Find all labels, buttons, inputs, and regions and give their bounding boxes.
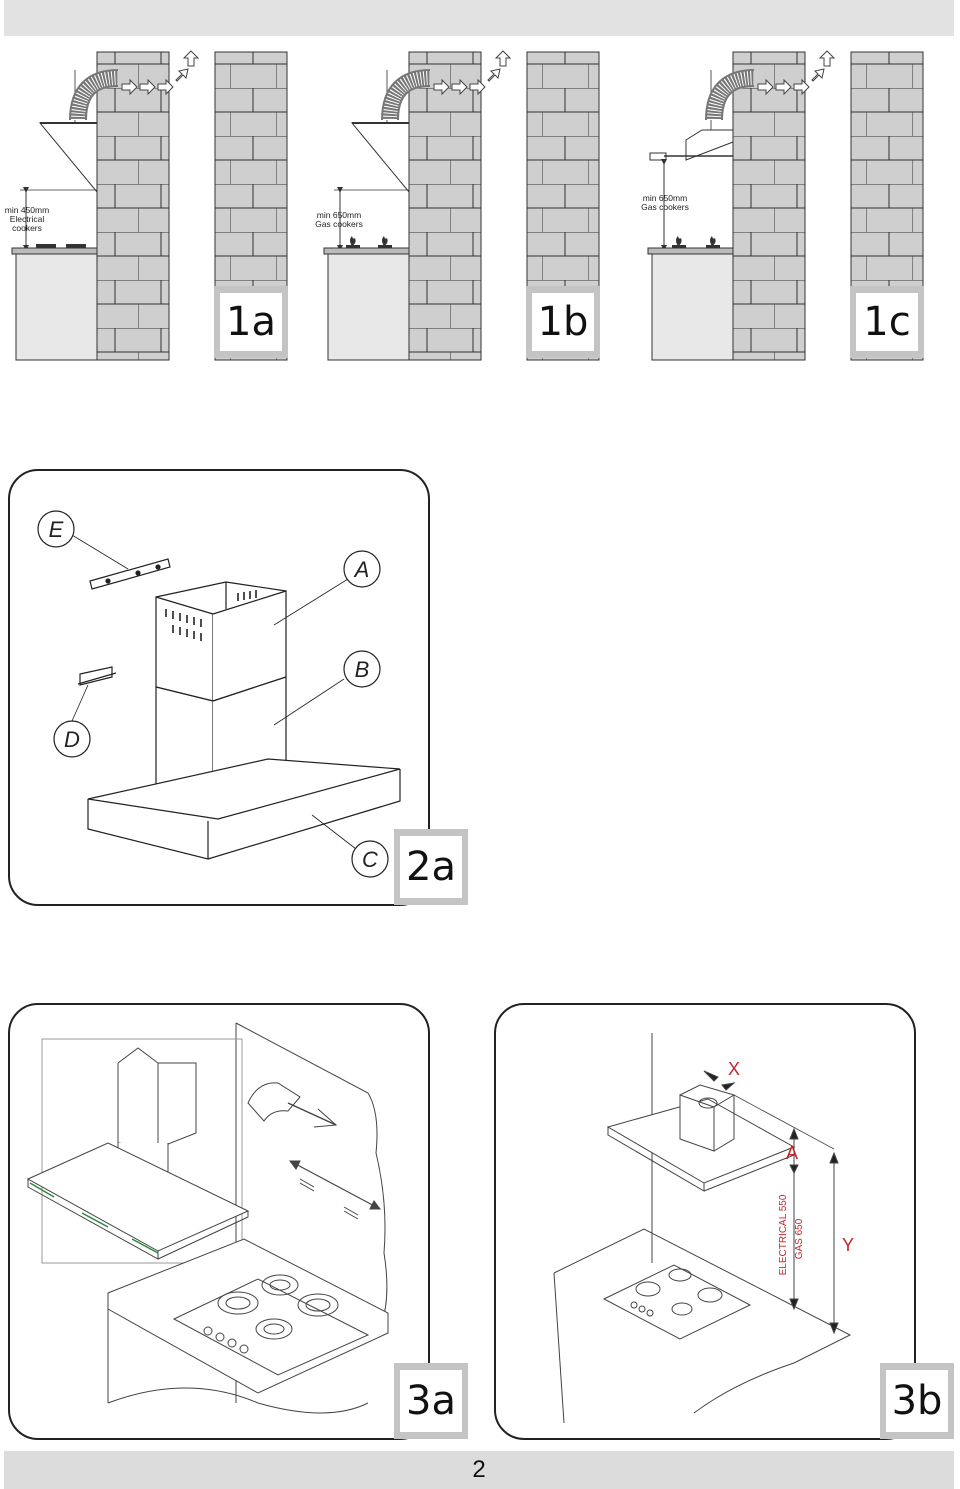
header-bar: [4, 0, 954, 36]
figure-1a-clearance-note: min 450mm Electrical cookers: [4, 205, 50, 233]
page-number: 2: [472, 1456, 486, 1483]
callout-a: A: [786, 1143, 798, 1163]
callout-y: Y: [842, 1235, 854, 1255]
callout-x: X: [728, 1059, 740, 1079]
figure-1a-label: 1a: [214, 286, 288, 358]
figure-1b-clearance-note: min 650mm Gas cookers: [315, 210, 363, 229]
figure-1c-label: 1c: [850, 286, 924, 358]
part-label-e: E: [49, 517, 64, 542]
figure-1c-clearance-note: min 650mm Gas cookers: [641, 193, 689, 212]
figure-3b-label: 3b: [880, 1363, 954, 1439]
figure-3b-height-drawing: X A Y ELECTRICAL 550 GAS 650: [553, 1033, 854, 1424]
figure-1b-label: 1b: [526, 286, 600, 358]
figure-2a: E A B D C 2a: [8, 469, 468, 909]
figure-3a-label: 3a: [394, 1363, 468, 1439]
figure-1a: min 450mm Electrical cookers 1a: [0, 40, 320, 370]
callout-gas-650: GAS 650: [794, 1218, 805, 1259]
figure-3b: X A Y ELECTRICAL 550 GAS 650 3b: [494, 1003, 954, 1443]
footer-bar: 2: [4, 1451, 954, 1489]
figure-1b: min 650mm Gas cookers 1b: [312, 40, 632, 370]
figure-3b-frame: [494, 1003, 916, 1440]
part-label-b: B: [355, 657, 370, 682]
part-label-c: C: [362, 847, 378, 872]
figure-1c: min 650mm Gas cookers 1c: [636, 40, 956, 370]
part-label-d: D: [64, 727, 80, 752]
part-label-a: A: [353, 557, 370, 582]
figure-2a-exploded-drawing: E A B D C: [37, 510, 401, 878]
figure-2a-label: 2a: [394, 829, 468, 905]
figure-3a-installation-drawing: [26, 1022, 389, 1414]
figure-3a: 3a: [8, 1003, 468, 1443]
callout-electrical-550: ELECTRICAL 550: [778, 1194, 789, 1275]
